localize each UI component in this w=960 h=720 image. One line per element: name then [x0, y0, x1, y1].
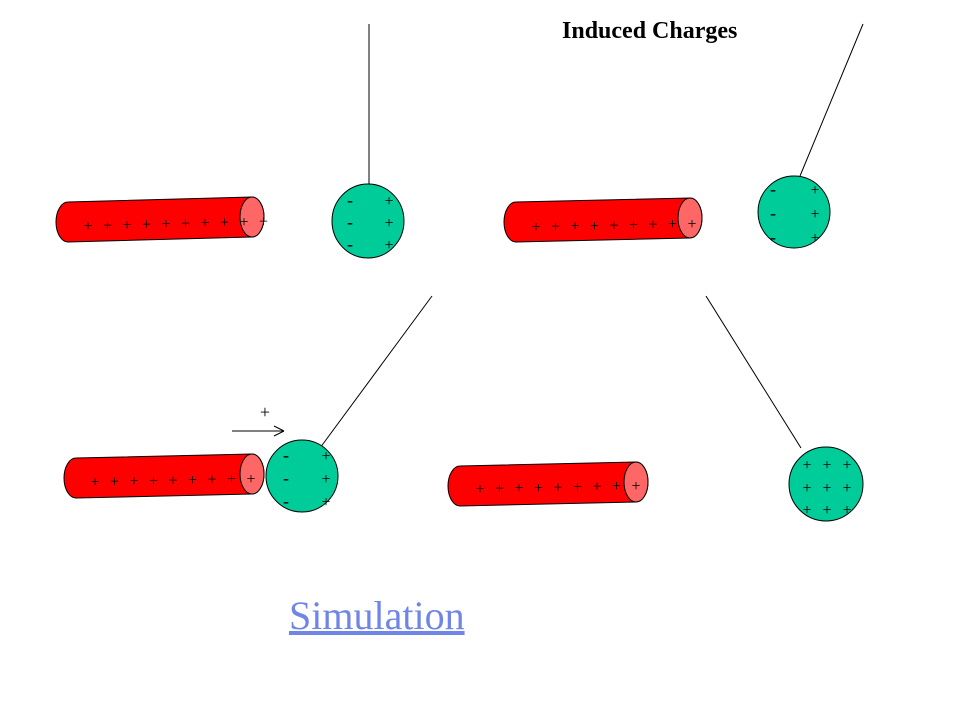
rod-charge: +	[207, 472, 216, 489]
rod-charge: +	[612, 478, 621, 495]
rod-end-1	[239, 196, 265, 238]
string-3	[319, 295, 433, 449]
sphere-positive-charge: +	[810, 206, 819, 223]
rod-charge: +	[553, 479, 562, 496]
page-title: Induced Charges	[562, 18, 738, 44]
sphere-negative-charge: -	[283, 445, 289, 465]
rod-charge: +	[188, 472, 197, 489]
rod-end-4	[623, 461, 649, 503]
panel-2: + + + + + + + + + - - - + + +	[503, 23, 864, 249]
sphere-positive-charge: +	[321, 471, 330, 488]
rod-charge: +	[570, 218, 579, 235]
rod-charge: +	[514, 480, 523, 497]
sphere-negative-charge: -	[283, 468, 289, 488]
sphere-3	[265, 439, 339, 513]
rod-charge: +	[531, 219, 540, 236]
sphere-positive-charge: +	[384, 237, 393, 254]
sphere-charges-1: ---+++	[347, 190, 394, 254]
sphere-positive-charge: +	[802, 457, 811, 474]
rod-charge: +	[122, 217, 131, 234]
rod-charges-3: + + + + + + + + +	[90, 471, 255, 491]
panel-1: ++++++++++ ---+++	[55, 24, 405, 259]
rod-charge: +	[629, 217, 638, 234]
rod-charge: +	[103, 218, 112, 235]
rod-charge: +	[181, 216, 190, 233]
sphere-negative-charge: -	[770, 203, 776, 223]
rod-charge: +	[592, 479, 601, 496]
sphere-negative-charge: -	[347, 234, 353, 254]
sphere-positive-charge: +	[810, 182, 819, 199]
sphere-positive-charge: +	[810, 230, 819, 247]
sphere-positive-charge: +	[842, 457, 851, 474]
sphere-positive-charge: +	[842, 502, 851, 519]
rod-charge: +	[631, 478, 640, 495]
rod-charge: +	[149, 473, 158, 490]
rod-charges-2: + + + + + + + + +	[531, 216, 696, 236]
sphere-positive-charge: +	[802, 480, 811, 497]
sphere-negative-charge: -	[347, 190, 353, 210]
rod-charge: +	[475, 481, 484, 498]
simulation-link[interactable]: Simulation	[289, 593, 465, 638]
sphere-1	[331, 183, 405, 259]
sphere-2	[757, 175, 831, 249]
rod-charge: +	[648, 217, 657, 234]
rod-charge: +	[239, 214, 248, 231]
rod-charge: +	[227, 471, 236, 488]
rod-charges-4: + + + + + + + + +	[475, 478, 640, 498]
rod-end-2	[677, 197, 703, 239]
rod-charge: +	[573, 479, 582, 496]
rod-charge: +	[110, 474, 119, 491]
sphere-negative-charge: -	[770, 227, 776, 247]
sphere-positive-charge: +	[822, 502, 831, 519]
arrow-head	[273, 425, 285, 437]
rod-charge: +	[142, 217, 151, 234]
rod-charge: +	[609, 217, 618, 234]
rod-charge: +	[534, 480, 543, 497]
arrow-label: +	[260, 402, 270, 422]
sphere-charges-3: - - - + + +	[283, 445, 331, 511]
sphere-positive-charge: +	[822, 480, 831, 497]
rod-charges-1: + + + + + + + + + +	[83, 214, 268, 236]
sphere-positive-charge: +	[321, 494, 330, 511]
string-2	[799, 23, 864, 177]
rod-charge: +	[259, 214, 268, 231]
rod-charge: +	[495, 481, 504, 498]
rod-charge: +	[590, 218, 599, 235]
rod-charge: +	[687, 216, 696, 233]
rod-charge: +	[161, 216, 170, 233]
rod-charge: +	[246, 471, 255, 488]
sphere-positive-charge: +	[321, 448, 330, 465]
rod-charge: +	[168, 472, 177, 489]
sphere-charges-2: - - - + + +	[770, 179, 820, 247]
sphere-negative-charge: -	[770, 179, 776, 199]
sphere-positive-charge: +	[842, 480, 851, 497]
rod-charge: +	[129, 473, 138, 490]
rod-charge: +	[90, 474, 99, 491]
sphere-positive-charge: +	[384, 215, 393, 232]
panel-4: + + + + + + + + + + + + + + + + + +	[447, 295, 864, 522]
rod-charge: +	[220, 215, 229, 232]
rod-end-3	[239, 453, 265, 495]
rod-charge: +	[83, 218, 92, 235]
sphere-charges-4: + + + + + + + + +	[802, 457, 851, 519]
string-4	[705, 295, 802, 449]
rod-charge: +	[200, 215, 209, 232]
sphere-positive-charge: +	[822, 457, 831, 474]
sphere-positive-charge: +	[384, 193, 393, 210]
panel-3: + + + + + + + + + + - - - + + +	[63, 295, 433, 513]
rod-charge: +	[668, 216, 677, 233]
sphere-negative-charge: -	[347, 212, 353, 232]
sphere-negative-charge: -	[283, 491, 289, 511]
rod-charge: +	[551, 219, 560, 236]
sphere-4	[788, 446, 864, 522]
sphere-positive-charge: +	[802, 502, 811, 519]
